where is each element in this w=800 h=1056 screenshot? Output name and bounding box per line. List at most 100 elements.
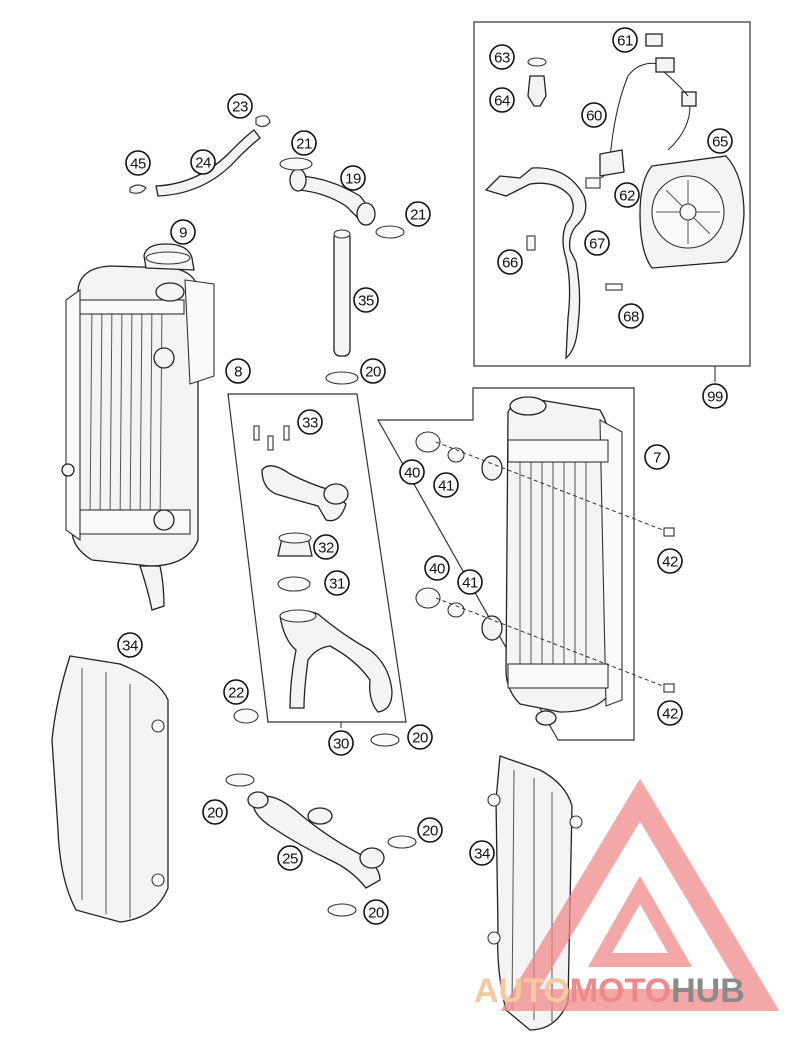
callout-label: 20 [412, 730, 428, 747]
fan-kit-frame [473, 21, 751, 382]
callout-circle [360, 358, 386, 384]
callout-circle [405, 201, 431, 227]
callout-label: 35 [358, 293, 374, 310]
callout-label: 20 [207, 805, 223, 822]
callout-c30: 30 [328, 730, 354, 756]
callout-c23: 23 [227, 93, 253, 119]
callout-c35: 35 [353, 287, 379, 313]
callout-circle [125, 150, 151, 176]
left-radiator [61, 265, 215, 611]
callout-c41a: 41 [433, 472, 459, 498]
callout-label: 30 [333, 736, 349, 753]
callout-label: 34 [474, 846, 490, 863]
callout-circle [657, 548, 683, 574]
callout-c20a: 20 [360, 358, 386, 384]
radiator-cap [143, 243, 195, 271]
callout-c20b: 20 [407, 724, 433, 750]
callout-label: 25 [282, 851, 298, 868]
callout-label: 62 [619, 188, 635, 205]
callout-circle [399, 459, 425, 485]
callout-label: 24 [195, 155, 211, 172]
callout-label: 21 [296, 136, 312, 153]
callout-c32: 32 [313, 534, 339, 560]
callout-label: 41 [462, 575, 478, 592]
callout-layer: 9 8 45 24 23 21 19 21 35 20 33 32 31 30 20 22 34 20 25 20 20… [117, 27, 733, 925]
watermark-text: AUTOMOTOHUB [474, 972, 745, 1010]
callout-label: 32 [318, 540, 334, 557]
callout-circle [170, 219, 196, 245]
callout-circle [407, 724, 433, 750]
callout-circle [457, 569, 483, 595]
callout-label: 20 [422, 823, 438, 840]
callout-c99: 99 [702, 383, 728, 409]
callout-c42b: 42 [657, 700, 683, 726]
callout-label: 45 [130, 156, 146, 173]
callout-c68: 68 [618, 303, 644, 329]
right-radiator [415, 396, 675, 726]
callout-circle [117, 632, 143, 658]
callout-circle [707, 128, 733, 154]
thermostat-kit-frame [227, 393, 407, 728]
callout-label: 68 [623, 309, 639, 326]
callout-c7: 7 [644, 444, 670, 470]
callout-label: 21 [410, 207, 426, 224]
callout-label: 65 [712, 134, 728, 151]
callout-circle [340, 165, 366, 191]
callout-c66: 66 [497, 249, 523, 275]
callout-c9: 9 [170, 219, 196, 245]
callout-circle [202, 799, 228, 825]
callout-c20c: 20 [202, 799, 228, 825]
callout-circle [277, 845, 303, 871]
callout-circle [614, 182, 640, 208]
callout-label: 20 [368, 905, 384, 922]
right-radiator-frame [376, 387, 635, 741]
left-louver [51, 655, 169, 923]
watermark-part1: AUTO [474, 972, 570, 1010]
callout-circle [324, 570, 350, 596]
callout-circle [469, 840, 495, 866]
callout-c25: 25 [277, 845, 303, 871]
callout-c19: 19 [340, 165, 366, 191]
callout-circle [489, 44, 515, 70]
callout-circle [584, 230, 610, 256]
callout-circle [353, 287, 379, 313]
callout-label: 7 [653, 450, 661, 467]
callout-c62: 62 [614, 182, 640, 208]
callout-c64: 64 [489, 87, 515, 113]
callout-label: 66 [502, 255, 518, 272]
callout-label: 20 [365, 364, 381, 381]
callout-c24: 24 [190, 149, 216, 175]
callout-circle [328, 730, 354, 756]
callout-c33: 33 [297, 409, 323, 435]
callout-circle [433, 472, 459, 498]
watermark-part3: HUB [671, 972, 745, 1010]
callout-label: 34 [122, 638, 138, 655]
upper-hose [279, 157, 405, 385]
callout-c31: 31 [324, 570, 350, 596]
callout-label: 40 [404, 465, 420, 482]
callout-circle [190, 149, 216, 175]
callout-label: 42 [662, 706, 678, 723]
callout-label: 23 [232, 99, 248, 116]
callout-c34a: 34 [117, 632, 143, 658]
callout-c21a: 21 [291, 130, 317, 156]
lower-hose [225, 708, 417, 917]
callout-label: 31 [329, 576, 345, 593]
callout-c8: 8 [225, 358, 251, 384]
callout-circle [581, 102, 607, 128]
callout-c61: 61 [612, 27, 638, 53]
callout-label: 9 [179, 225, 187, 242]
callout-c41b: 41 [457, 569, 483, 595]
callout-label: 64 [494, 93, 510, 110]
callout-c21b: 21 [405, 201, 431, 227]
callout-circle [702, 383, 728, 409]
callout-c65: 65 [707, 128, 733, 154]
callout-label: 42 [662, 554, 678, 571]
callout-c42a: 42 [657, 548, 683, 574]
callout-circle [223, 679, 249, 705]
callout-c40b: 40 [424, 555, 450, 581]
callout-label: 22 [228, 685, 244, 702]
fan-kit [484, 33, 745, 360]
callout-circle [657, 700, 683, 726]
callout-circle [297, 409, 323, 435]
